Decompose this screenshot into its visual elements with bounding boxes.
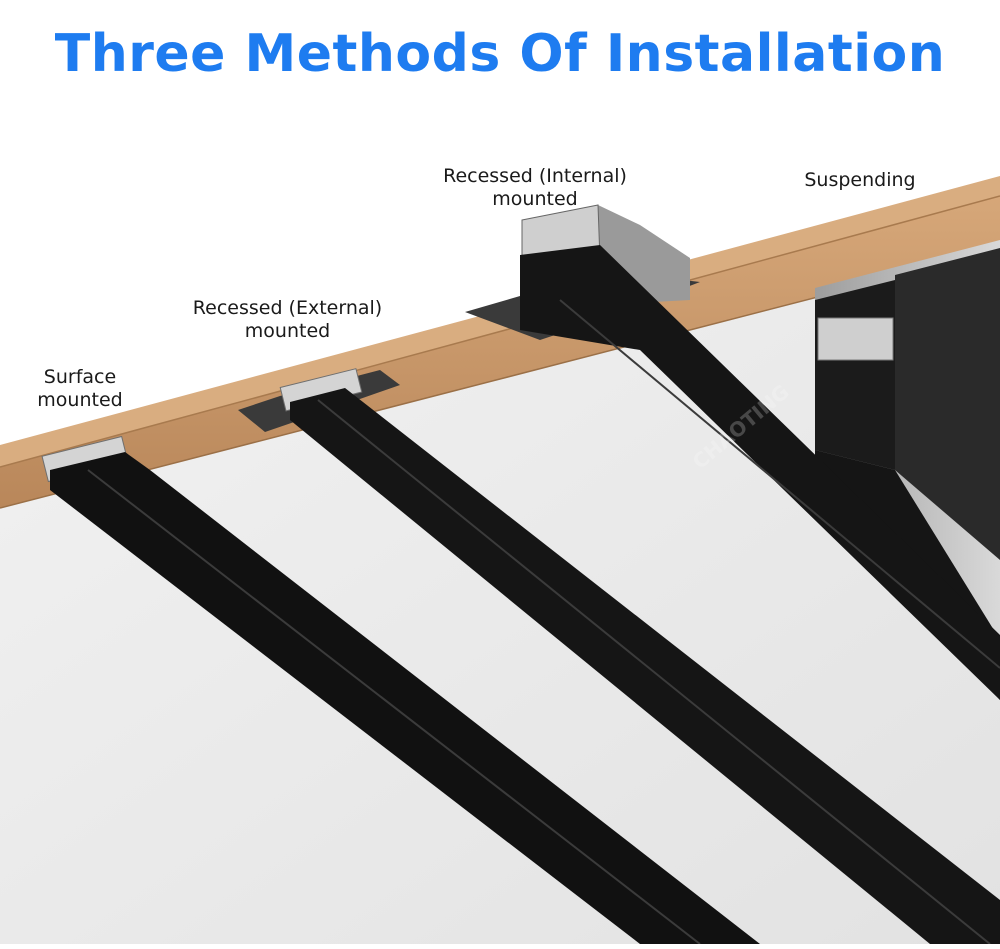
label-surface-line1: Surface: [43, 366, 117, 388]
label-surface-line2: mounted: [37, 389, 123, 411]
label-internal-line1: Recessed (Internal): [443, 165, 627, 187]
wood-beam-edge: [0, 195, 1000, 468]
surface-profile-groove: [87, 469, 701, 945]
label-external-line1: Recessed (External): [192, 297, 383, 319]
label-suspending-line1: Suspending: [804, 169, 916, 191]
suspending-profile-face: [895, 248, 1000, 560]
label-surface-mounted: Surface mounted: [10, 366, 150, 412]
suspending-endcap: [817, 317, 894, 361]
page-title: Three Methods Of Installation: [54, 24, 946, 84]
label-recessed-internal: Recessed (Internal) mounted: [425, 165, 645, 211]
label-recessed-external: Recessed (External) mounted: [175, 297, 400, 343]
wood-beam: [0, 196, 1000, 508]
internal-profile-groove: [559, 299, 1000, 669]
surface-profile: [50, 452, 760, 944]
suspending-profile-side: [815, 280, 895, 470]
label-internal-line2: mounted: [492, 188, 578, 210]
label-suspending: Suspending: [790, 169, 930, 192]
label-external-line2: mounted: [244, 320, 331, 342]
external-profile-groove: [317, 399, 991, 945]
internal-profile: [520, 245, 1000, 700]
